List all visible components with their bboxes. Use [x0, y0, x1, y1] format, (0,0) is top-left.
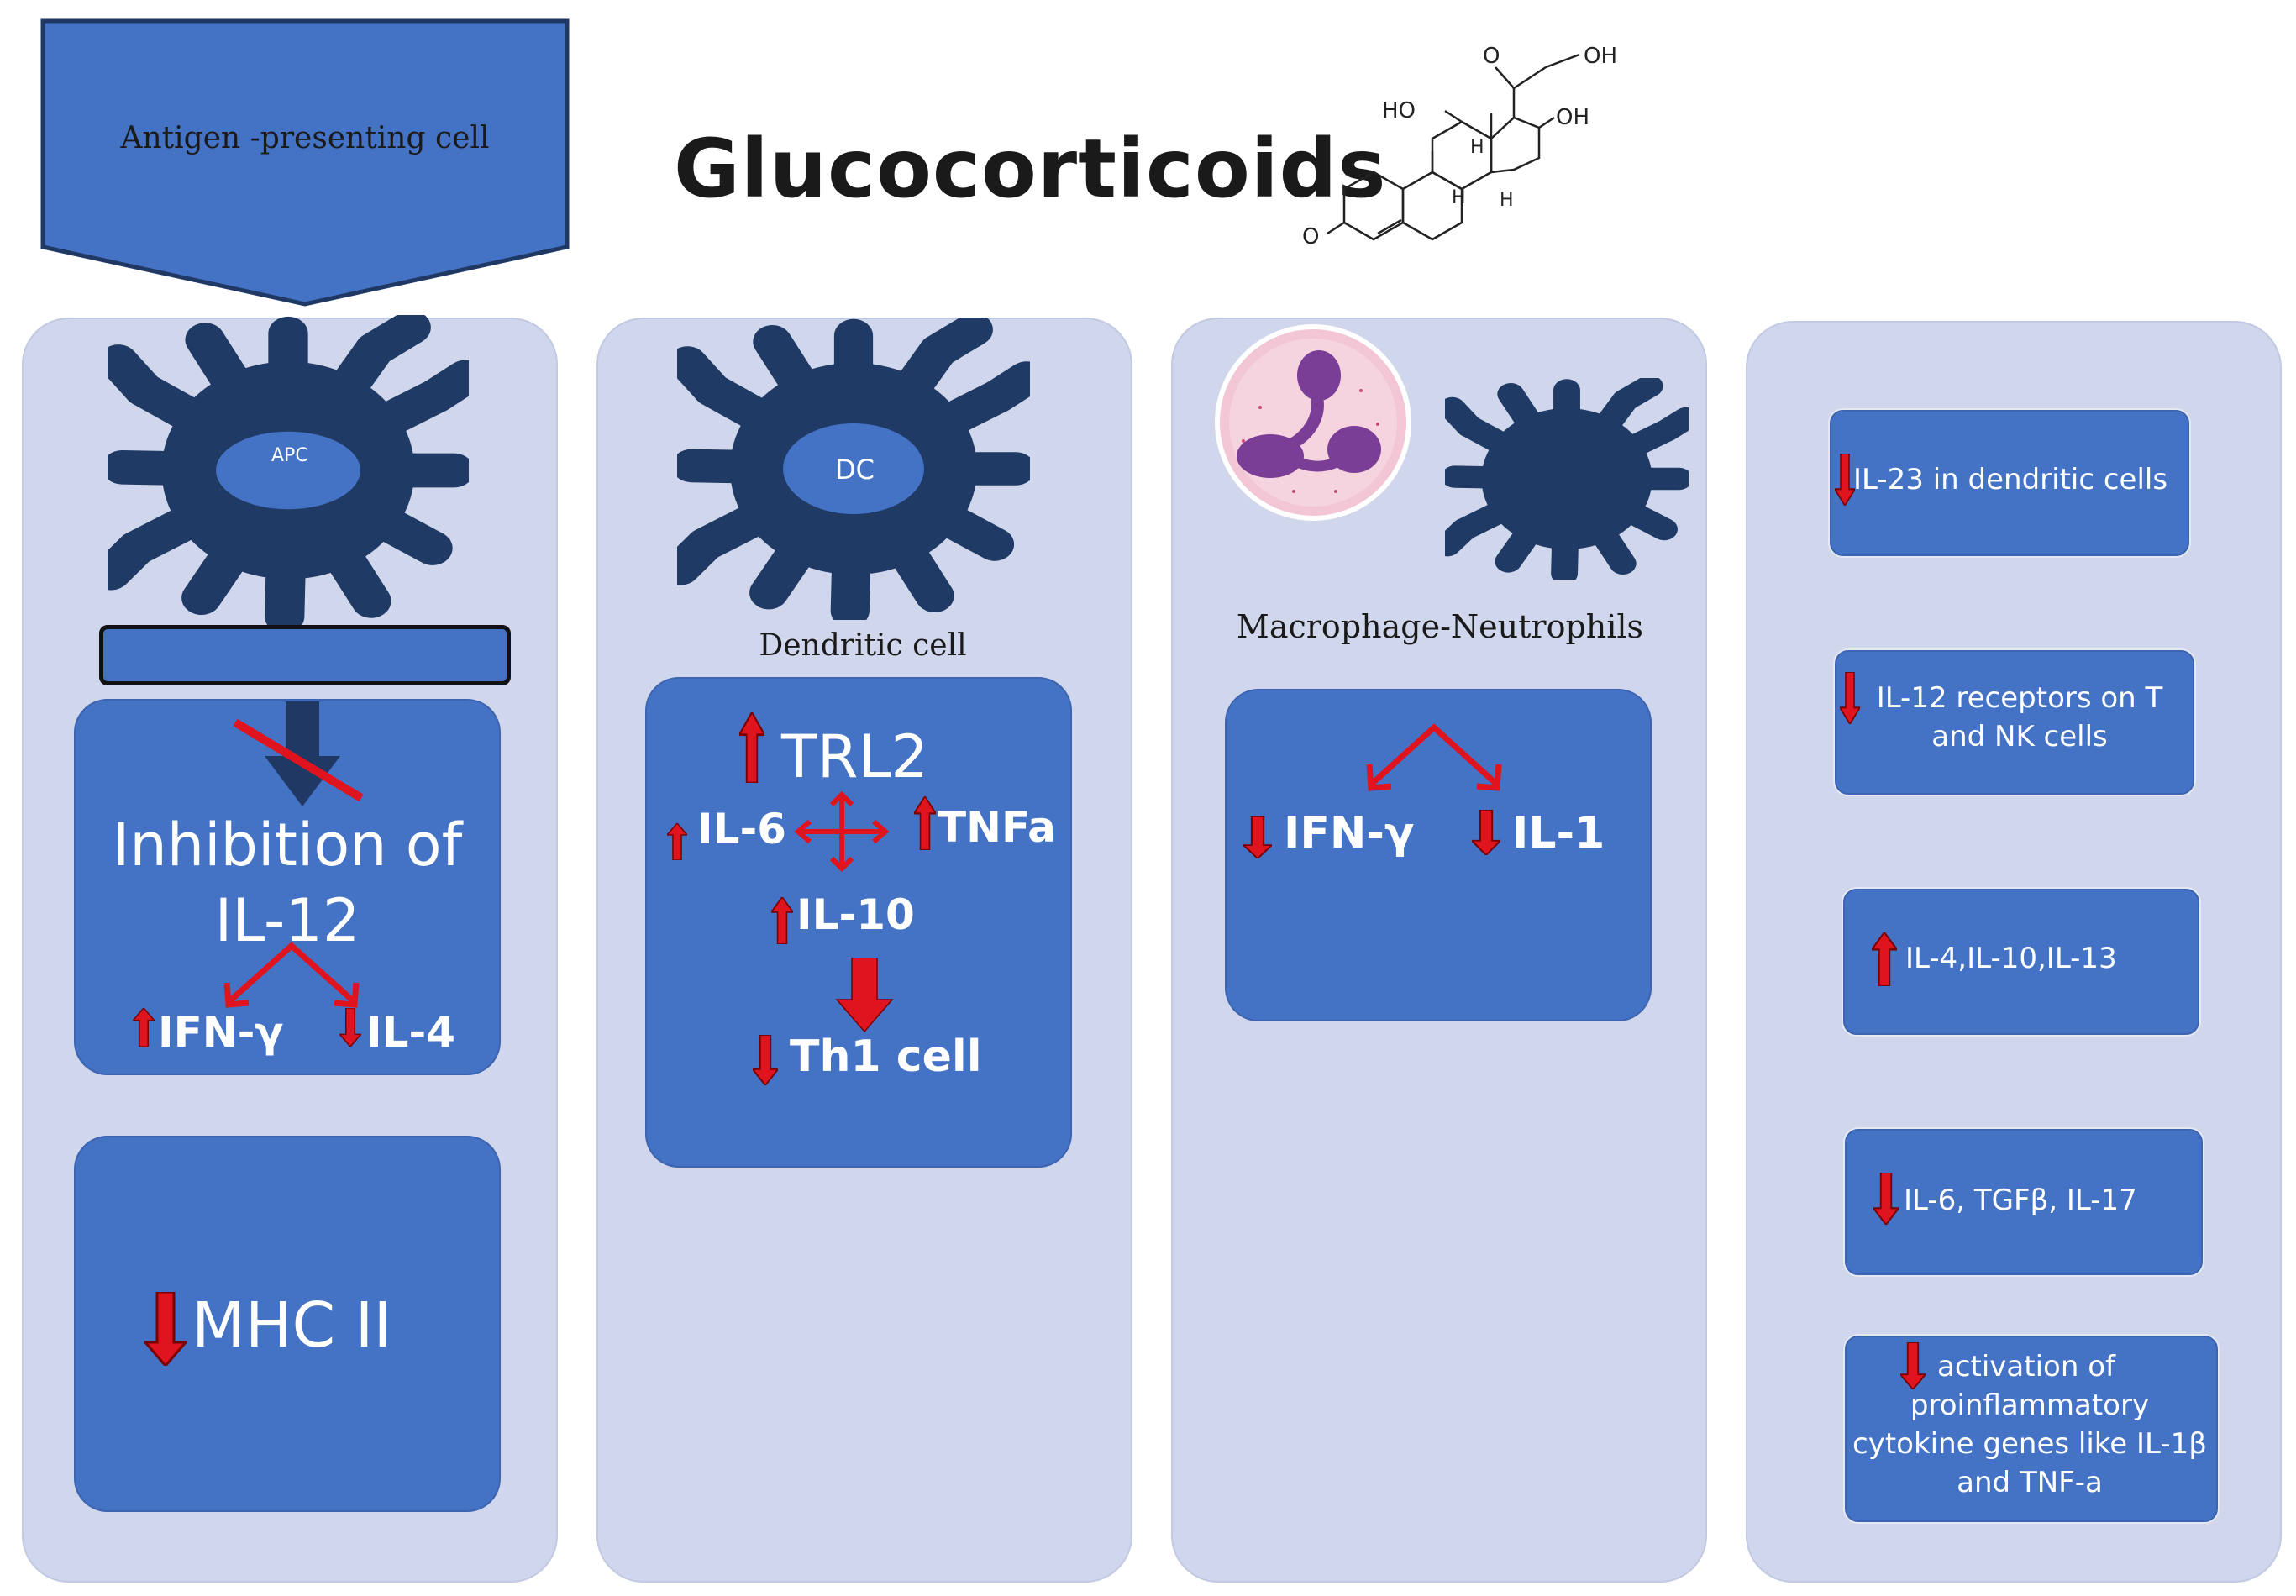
molecule-oh-right: OH [1556, 105, 1589, 130]
molecule-h1: H [1452, 187, 1466, 208]
apc-mhc-box [74, 1136, 501, 1512]
apc-membrane-bar [99, 625, 511, 685]
down-arrow-icon [753, 1035, 778, 1085]
up-arrow-icon [739, 712, 764, 783]
down-arrow-icon [1873, 1173, 1899, 1225]
dendritic-cell-icon [677, 318, 1030, 620]
page-title: Glucocorticoids [674, 122, 1387, 216]
up-arrow-icon [133, 1008, 155, 1047]
effect-item-1-text: IL-23 in dendritic cells [1853, 463, 2168, 496]
down-arrow-blocked-icon [233, 701, 364, 806]
dc-il6: IL-6 [697, 805, 787, 853]
dc-il10: IL-10 [796, 890, 915, 939]
split-arrows-icon [1366, 723, 1502, 791]
down-arrow-large-icon [835, 958, 894, 1033]
dc-caption: Dendritic cell [759, 628, 967, 663]
effect-item-5-line3: cytokine genes like IL-1β [1852, 1427, 2207, 1461]
molecule-ho-left: HO [1382, 98, 1416, 123]
dc-tnfa: TNFa [938, 803, 1056, 852]
macro-caption: Macrophage-Neutrophils [1236, 608, 1644, 645]
up-arrow-icon [1872, 932, 1897, 986]
effect-item-4-text: IL-6, TGFβ, IL-17 [1904, 1184, 2137, 1217]
glucocorticoid-molecule-icon: O HO O OH OH H H H [1302, 44, 1617, 249]
effect-item-5-line1: activation of [1937, 1350, 2115, 1383]
apc-cell-label: APC [271, 445, 308, 466]
molecule-o-top: O [1483, 44, 1500, 69]
down-arrow-icon [1243, 816, 1272, 858]
effect-item-4 [1845, 1129, 2203, 1275]
apc-banner-shape [40, 18, 570, 307]
up-arrow-icon [667, 823, 687, 860]
apc-inhibition-line1: Inhibition of [112, 811, 463, 879]
neutrophil-icon [1215, 324, 1411, 521]
dc-trl2: TRL2 [781, 722, 928, 791]
down-arrow-icon [1835, 454, 1855, 506]
effect-item-3 [1843, 889, 2199, 1035]
apc-inhibition-line2: IL-12 [214, 886, 360, 955]
molecule-oh-top: OH [1584, 44, 1617, 69]
apc-mhc-label: MHC II [192, 1289, 392, 1362]
apc-il4: IL-4 [366, 1008, 456, 1057]
apc-banner-label: Antigen -presenting cell [120, 121, 490, 155]
macro-il1: IL-1 [1512, 808, 1605, 858]
effect-item-2-line2: and NK cells [1931, 720, 2108, 753]
up-arrow-icon [914, 796, 936, 850]
dc-th1: Th1 cell [790, 1032, 982, 1082]
effect-item-5-line2: proinflammatory [1910, 1389, 2150, 1422]
molecule-h3: H [1500, 190, 1514, 211]
molecule-h2: H [1470, 137, 1484, 158]
four-way-arrow-icon [794, 790, 890, 873]
down-arrow-icon [339, 1008, 361, 1047]
effect-item-2 [1835, 650, 2194, 795]
dc-effects-box [645, 677, 1072, 1168]
effect-item-2-line1: IL-12 receptors on T [1876, 681, 2163, 715]
effect-item-3-text: IL-4,IL-10,IL-13 [1905, 942, 2117, 975]
dc-cell-label: DC [835, 454, 875, 486]
split-arrows-icon [223, 942, 360, 1008]
macro-effects-box [1225, 689, 1652, 1021]
apc-ifn-gamma: IFN-γ [158, 1008, 284, 1057]
apc-cell-icon [108, 315, 469, 626]
down-arrow-icon [144, 1292, 187, 1366]
effect-item-1 [1830, 410, 2189, 556]
down-arrow-icon [1900, 1342, 1926, 1389]
down-arrow-icon [1472, 810, 1500, 855]
up-arrow-icon [771, 897, 793, 944]
effect-item-5-line4: and TNF-a [1957, 1466, 2103, 1499]
macrophage-icon [1445, 378, 1689, 580]
molecule-o-left: O [1302, 224, 1319, 249]
down-arrow-icon [1840, 672, 1860, 724]
macro-ifn-gamma: IFN-γ [1284, 808, 1415, 858]
